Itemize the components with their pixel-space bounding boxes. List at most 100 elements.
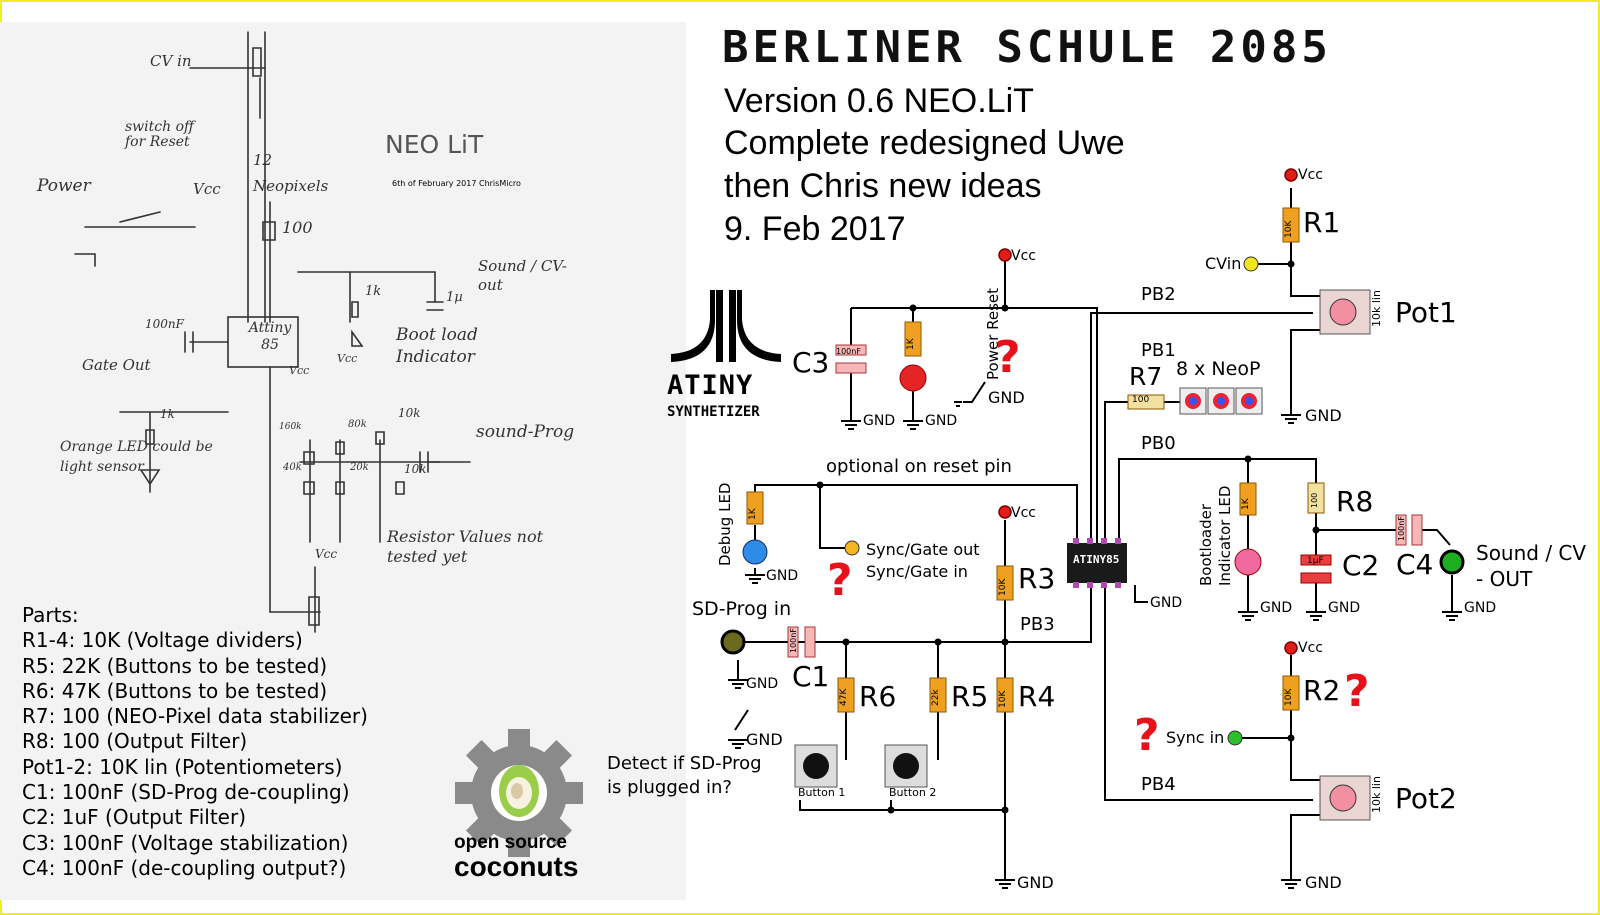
chip-label: ATINY85 (1073, 553, 1120, 566)
pot2-label: Pot2 (1395, 782, 1457, 815)
r2-value: 10K (1284, 688, 1294, 706)
r4-label: R4 (1018, 680, 1056, 713)
gnd-label: GND (746, 676, 779, 692)
net-pb3: PB3 (1020, 614, 1055, 635)
sketch-title: NEO LiT (385, 130, 484, 159)
sketch-label-cv-in: CV in (150, 52, 192, 70)
question-mark-icon: ? (1344, 666, 1370, 717)
sketch-label-100nf: 100nF (145, 317, 184, 331)
sketch-label-sound-cv-out: Sound / CV-out (478, 257, 567, 294)
sketch-label-40k: 40k (283, 462, 302, 473)
gnd-label: GND (863, 413, 896, 429)
sketch-label-switch: switch off for Reset (125, 119, 194, 150)
sketch-label-20k: 20k (350, 462, 369, 473)
vcc-label: Vcc (1011, 248, 1036, 264)
subtitle-line-2: Complete redesigned Uwe (724, 124, 1125, 162)
c2-label: C2 (1342, 549, 1380, 582)
sync-gate-in-label: Sync/Gate in (866, 562, 968, 581)
sound-out-label: Sound / CV - OUT (1476, 541, 1587, 591)
sketch-label-bootload: Boot load Indicator (396, 325, 478, 367)
c4-value: 100nF (1397, 516, 1406, 541)
optional-reset-label: optional on reset pin (826, 456, 1012, 477)
sketch-label-gate-out: Gate Out (82, 356, 151, 374)
atiny-logo-subtext: SYNTHETIZER (667, 404, 760, 420)
coconut-gear-icon (455, 729, 583, 857)
question-mark-icon: ? (1134, 710, 1160, 761)
sketch-label-1k-b: 1k (160, 407, 175, 421)
sketch-label-10k-a: 10k (398, 406, 421, 420)
detect-sd-prog-label: Detect if SD-Prog is plugged in? (607, 753, 762, 798)
r7-label: R7 (1129, 362, 1163, 391)
question-mark-icon: ? (995, 332, 1021, 383)
coconuts-line1: open source (454, 832, 567, 853)
pot1-value: 10k lin (1370, 290, 1383, 327)
question-mark-icon: ? (827, 555, 853, 606)
sketch-label-100: 100 (282, 218, 313, 237)
c3-label: C3 (792, 346, 830, 379)
sketch-label-neopixels: 12 Neopixels (253, 151, 329, 195)
c2-value: 1µF (1307, 556, 1324, 566)
button2-label: Button 2 (889, 786, 937, 799)
parts-list: Parts: R1-4: 10K (Voltage dividers) R5: … (22, 603, 368, 881)
gnd-label: GND (746, 730, 783, 749)
sketch-label-orange-led: Orange LED could be light sensor (60, 439, 213, 475)
c1-label: C1 (792, 660, 830, 693)
sketch-label-vcc-3: Vcc (337, 352, 358, 365)
bootloader-led-label: Bootloader Indicator LED (1197, 485, 1234, 586)
sketch-label-vcc-2: Vcc (289, 364, 310, 377)
r1-label: R1 (1303, 206, 1341, 239)
gnd-label: GND (1260, 600, 1293, 616)
vcc-label: Vcc (1298, 167, 1323, 183)
sketch-label-power: Power (37, 176, 91, 196)
parts-item: C4: 100nF (de-coupling output?) (22, 855, 347, 880)
debug-led-label: Debug LED (716, 482, 734, 566)
atiny-logo-icon (671, 290, 781, 362)
led-resistor-value: 1K (906, 338, 916, 350)
sd-prog-in-label: SD-Prog in (692, 598, 792, 620)
parts-item: R5: 22K (Buttons to be tested) (22, 653, 328, 678)
gnd-label: GND (1150, 595, 1183, 611)
net-pb2: PB2 (1141, 284, 1176, 305)
vcc-label: Vcc (1011, 505, 1036, 521)
subtitle-line-4: 9. Feb 2017 (724, 210, 906, 248)
gnd-label: GND (1464, 600, 1497, 616)
gnd-label: GND (1305, 406, 1342, 425)
c3-value: 100nF (836, 347, 861, 356)
sketch-label-vcc-4: Vcc (315, 547, 338, 561)
gnd-label: GND (1017, 873, 1054, 892)
pot1-label: Pot1 (1395, 296, 1457, 329)
sketch-label-vcc-1: Vcc (193, 180, 221, 198)
sketch-scan: CV in switch off for Reset Power Vcc 12 … (0, 22, 686, 900)
gnd-label: GND (1305, 873, 1342, 892)
gnd-label: GND (1328, 600, 1361, 616)
net-pb0: PB0 (1141, 433, 1176, 454)
sketch-date-note: 6th of February 2017 ChrisMicro (392, 179, 521, 188)
vcc-label: Vcc (1298, 640, 1323, 656)
atiny-logo-text: ATINY (667, 370, 754, 401)
sketch-label-1k: 1k (365, 284, 382, 299)
r1-value: 10K (1284, 220, 1294, 238)
r8-label: R8 (1336, 485, 1374, 518)
sketch-label-attiny: Attiny 85 (248, 320, 292, 353)
net-pb4: PB4 (1141, 774, 1176, 795)
button1-label: Button 1 (798, 786, 846, 799)
r5-value: 22k (931, 689, 941, 706)
parts-item: R8: 100 (Output Filter) (22, 729, 248, 754)
sketch-label-160k: 160k (279, 422, 302, 432)
gnd-label: GND (988, 388, 1025, 407)
sketch-drawing (74, 31, 471, 633)
r2-label: R2 (1303, 674, 1341, 707)
c4-label: C4 (1396, 548, 1434, 581)
r3-value: 10K (998, 578, 1008, 596)
subtitle-line-1: Version 0.6 NEO.LiT (724, 82, 1034, 120)
r7-value: 100 (1132, 395, 1150, 405)
parts-heading: Parts: (22, 603, 79, 627)
r4-value: 10K (998, 690, 1008, 708)
led-resistor-value: 1K (748, 508, 758, 520)
sync-gate-out-label: Sync/Gate out (866, 540, 980, 559)
net-pb1: PB1 (1141, 340, 1176, 361)
led-resistor-value: 1K (1241, 498, 1251, 510)
neop-label: 8 x NeoP (1176, 358, 1261, 380)
sketch-label-10k-b: 10k (404, 462, 427, 476)
